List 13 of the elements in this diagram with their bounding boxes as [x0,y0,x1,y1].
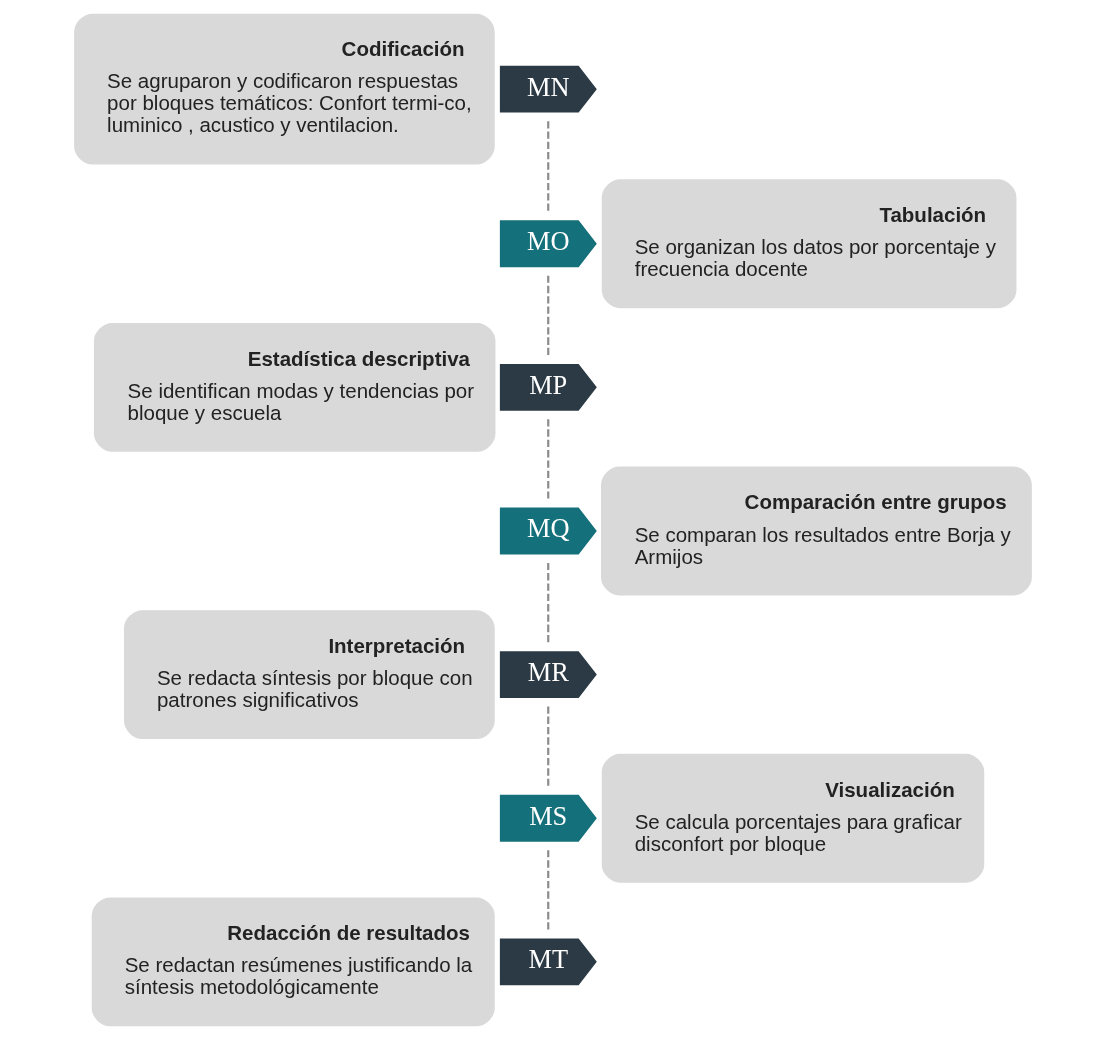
connector [546,121,549,213]
connector [546,563,549,643]
node-box: Codificación Se agruparon y codificaron respuestas por bloques temáticos: Confort termi-co, luminico , acustico y ventilacion. [73,13,495,165]
node-box: Visualización Se calcula porcentajes para graficar disconfort por bloque [601,753,984,883]
connector [546,706,549,787]
node-box: Tabulación Se organizan los datos por porcentaje y frecuencia docente [601,179,1016,309]
connector [546,419,549,500]
connector [546,275,549,356]
node-box: Estadística descriptiva Se identifican modas y tendencias por bloque y escuela [93,322,495,452]
node-box: Comparación entre grupos Se comparan los resultados entre Borja y Armijos [600,466,1032,596]
node-box: Interpretación Se redacta síntesis por bloque con patrones significativos [123,610,495,740]
node-box: Redacción de resultados Se redactan resúmenes justificando la síntesis metodológicamente [91,897,495,1027]
connector [546,850,549,930]
